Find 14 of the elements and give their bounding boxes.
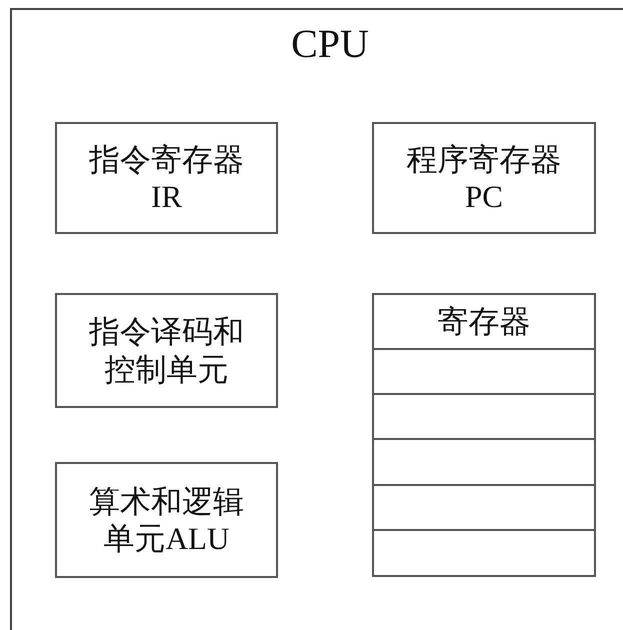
abbreviation: IR (151, 178, 182, 216)
component-box (55, 122, 278, 234)
component-name: 寄存器 (438, 302, 530, 340)
component-box (55, 462, 278, 578)
component-name: 指令寄存器 (89, 140, 244, 178)
component-name: 算术和逻辑单元ALU (89, 482, 244, 558)
register-file (372, 293, 596, 577)
title: CPU (290, 20, 370, 68)
component-name: 程序寄存器 (406, 140, 562, 178)
component-box (372, 122, 596, 234)
component-name: 指令译码和控制单元 (89, 313, 244, 388)
cpu-frame (10, 8, 623, 630)
abbreviation: PC (465, 178, 503, 216)
component-box (55, 293, 278, 408)
